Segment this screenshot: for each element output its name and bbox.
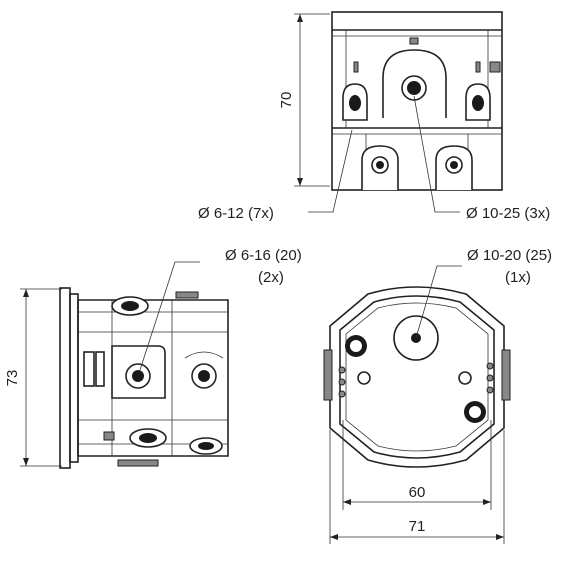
dimension-60: 60	[342, 420, 492, 510]
dimension-70: 70	[278, 13, 330, 187]
label-top-right: Ø 10-25 (3x)	[466, 205, 550, 222]
label-mid-left-2: (2x)	[258, 269, 284, 286]
side-view: 73	[4, 261, 229, 469]
dimension-73: 73	[4, 288, 62, 467]
dim-60-text: 60	[409, 484, 426, 501]
front-view: 60 71	[323, 265, 511, 544]
dim-71-text: 71	[409, 518, 426, 535]
label-mid-left-1: Ø 6-16 (20)	[225, 247, 302, 264]
dimension-71: 71	[329, 430, 505, 544]
top-view: 70	[278, 11, 503, 191]
label-mid-right-1: Ø 10-20 (25)	[467, 247, 552, 264]
dim-70-text: 70	[278, 92, 295, 109]
label-top-left: Ø 6-12 (7x)	[198, 205, 274, 222]
dim-73-text: 73	[4, 370, 21, 387]
leaders-top	[308, 95, 460, 213]
label-mid-right-2: (1x)	[505, 269, 531, 286]
